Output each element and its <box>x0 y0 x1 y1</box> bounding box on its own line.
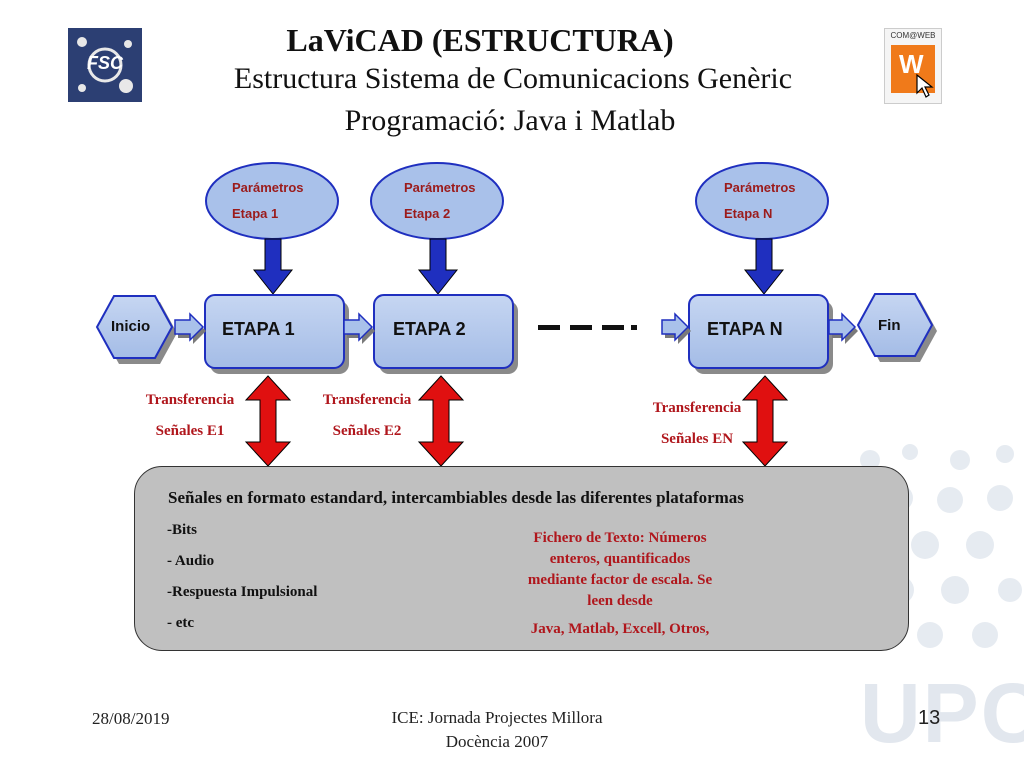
stage-2-label: ETAPA 2 <box>393 319 466 339</box>
start-label: Inicio <box>111 318 151 335</box>
footer-event: ICE: Jornada Projectes Millora Docència … <box>352 706 642 754</box>
footer-event-line-2: Docència 2007 <box>445 732 549 751</box>
param-arrow-1 <box>252 238 294 295</box>
start-hexagon <box>95 295 174 359</box>
slide-subtitle-1: Estructura Sistema de Comunicacions Genè… <box>233 62 793 95</box>
bullet-impulse: -Respuesta Impulsional <box>167 584 318 600</box>
param-arrow-n <box>743 238 785 295</box>
transfer-n-line1: Transferencia <box>652 400 742 416</box>
footer-event-line-1: ICE: Jornada Projectes Millora <box>391 708 603 727</box>
text-file-note-line-3: mediante factor de escala. Se <box>527 572 713 588</box>
param-2-line1: Parámetros <box>404 180 476 195</box>
param-n-text: Parámetros Etapa N <box>724 175 796 227</box>
param-1-line2: Etapa 1 <box>232 206 279 221</box>
text-file-note: Fichero de Texto: Números enteros, quant… <box>500 528 740 612</box>
transfer-1-label: Transferencia Señales E1 <box>115 385 265 447</box>
transfer-2-label: Transferencia Señales E2 <box>292 385 442 447</box>
param-arrow-2 <box>417 238 459 295</box>
param-2-line2: Etapa 2 <box>404 206 451 221</box>
bullet-bits: -Bits <box>167 522 197 538</box>
end-hexagon <box>856 293 934 357</box>
param-2-text: Parámetros Etapa 2 <box>404 175 476 227</box>
footer-date: 28/08/2019 <box>92 709 170 728</box>
fsc-logo: FSC <box>68 28 142 102</box>
cursor-icon <box>916 73 934 98</box>
comweb-logo: COM@WEB W <box>884 28 942 104</box>
flow-arrow-1-to-2 <box>343 312 375 344</box>
text-file-note-line-2: enteros, quantificados <box>549 551 691 567</box>
bullet-etc: - etc <box>167 615 195 631</box>
fsc-logo-text: FSC <box>87 53 123 73</box>
bullet-audio: - Audio <box>167 553 215 569</box>
text-file-platforms: Java, Matlab, Excell, Otros, <box>530 621 710 637</box>
signals-panel <box>134 466 909 651</box>
transfer-n-line2: Señales EN <box>660 431 734 447</box>
stage-n-label: ETAPA N <box>707 319 783 339</box>
signals-panel-heading: Señales en formato estandard, intercambi… <box>168 488 744 507</box>
continuation-dashes <box>538 325 637 330</box>
transfer-1-line2: Señales E1 <box>155 423 225 439</box>
param-1-line1: Parámetros <box>232 180 304 195</box>
text-file-note-line-4: leen desde <box>587 593 653 609</box>
flow-arrow-dash-to-n <box>661 312 691 344</box>
comweb-logo-text: COM@WEB <box>890 31 936 40</box>
comweb-logo-letter: W <box>899 49 924 79</box>
text-file-note-line-1: Fichero de Texto: Números <box>533 530 707 546</box>
slide-subtitle-2: Programació: Java i Matlab <box>344 104 676 137</box>
upc-watermark-text: UPC <box>860 666 1024 760</box>
end-label: Fin <box>878 317 901 334</box>
page-number: 13 <box>918 707 941 729</box>
transfer-2-line2: Señales E2 <box>332 423 402 439</box>
param-1-text: Parámetros Etapa 1 <box>232 175 304 227</box>
slide-title: LaViCAD (ESTRUCTURA) <box>286 22 674 58</box>
stage-1-label: ETAPA 1 <box>222 319 295 339</box>
transfer-n-label: Transferencia Señales EN <box>622 393 772 455</box>
transfer-1-line1: Transferencia <box>145 392 235 408</box>
flow-arrow-n-to-end <box>828 312 858 344</box>
flow-arrow-start-to-1 <box>174 312 206 344</box>
param-n-line2: Etapa N <box>724 206 773 221</box>
transfer-2-line1: Transferencia <box>322 392 412 408</box>
param-n-line1: Parámetros <box>724 180 796 195</box>
